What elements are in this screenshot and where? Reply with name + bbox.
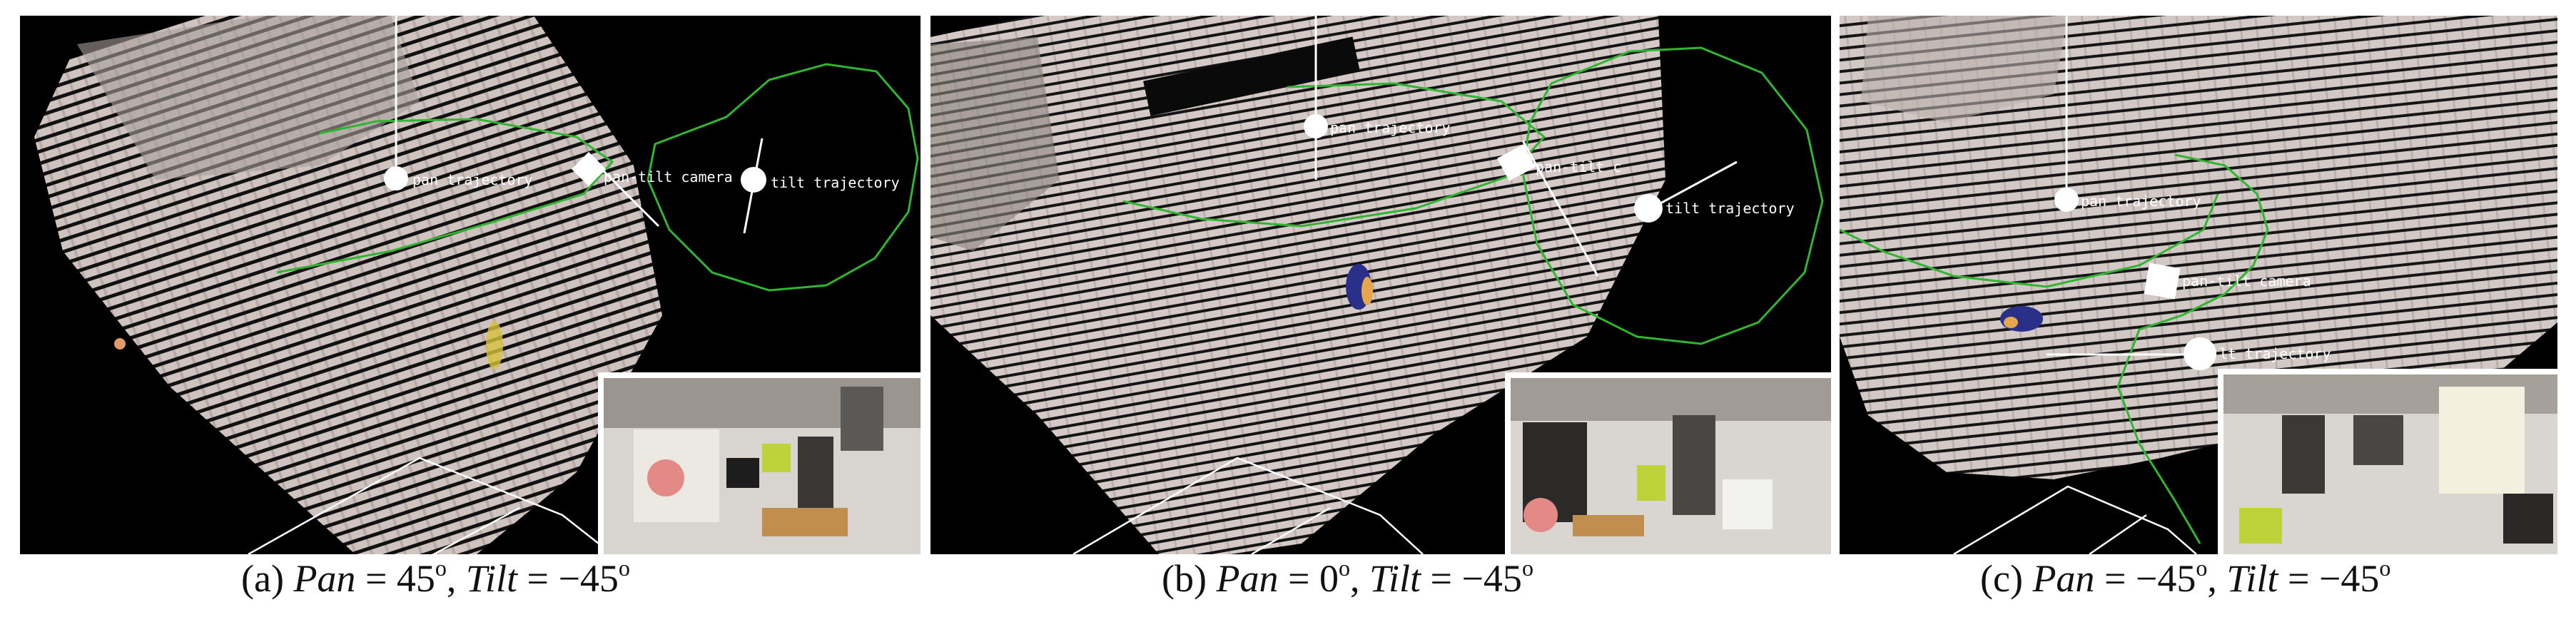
caption-c-pan-name: Pan [2032,557,2095,600]
caption-b-pan-name: Pan [1216,557,1279,600]
tilt-trajectory-marker [741,167,766,193]
pan-tilt-camera-label: pan-tilt c [1536,158,1622,175]
pointcloud-scene-a [34,16,921,554]
pointcloud-floor [1840,16,2557,479]
panel-c-pointcloud: pan trajectory pan-tilt camera lt trajec… [1840,16,2557,554]
caption-a-tilt-degree: o [618,555,630,581]
pan-trajectory-marker [2054,188,2079,212]
pointcloud-scene-c [1840,16,2557,554]
caption-c-tilt-name: Tilt [2226,557,2278,600]
caption-c-pan-value: −45 [2135,557,2196,600]
caption-a-tilt-value: −45 [558,557,619,600]
floor-grid-lines [1073,457,1424,554]
caption-a-pan-degree: o [435,555,447,581]
pan-trajectory-label: pan trajectory [1330,119,1451,136]
pan-trajectory-label: pan trajectory [412,171,533,188]
pointcloud-floor [930,16,1665,554]
caption-a-tilt-name: Tilt [465,557,517,600]
caption-c-pan-degree: o [2196,555,2208,581]
tilt-trajectory-label: tilt trajectory [1665,200,1795,217]
tilt-trajectory-marker [1634,194,1663,223]
caption-b-tilt-value: −45 [1461,557,1522,600]
panel-a-pointcloud: pan trajectory pan-tilt camera tilt traj… [20,16,921,554]
trajectory-circles [1840,153,2269,544]
pan-trajectory-marker [1304,114,1328,138]
caption-a-pan-value: 45 [396,557,435,600]
inset-photo-c [2218,369,2557,554]
trajectory-circles [276,63,919,292]
caption-b-label: (b) [1162,557,1207,600]
caption-b: (b) Pan = 0o, Tilt = −45o [1162,555,1533,600]
tilt-trajectory-label: lt trajectory [2219,345,2331,362]
pointcloud-scene-b [930,16,1831,554]
pan-trajectory-marker [384,166,408,190]
caption-c: (c) Pan = −45o, Tilt = −45o [1980,555,2391,600]
tilt-trajectory-marker [2184,337,2216,370]
pan-tilt-camera-marker [571,151,607,187]
pan-tilt-camera-marker [2144,262,2181,300]
inset-photo-a [598,372,921,554]
pan-tilt-camera-marker [1497,144,1536,181]
caption-c-tilt-value: −45 [2318,557,2380,600]
pan-tilt-camera-label: pan-tilt camera [604,168,733,185]
caption-b-pan-degree: o [1338,555,1350,581]
pan-tilt-camera-label: pan-tilt camera [2182,272,2311,290]
panel-b-pointcloud: pan trajectory pan-tilt c tilt trajector… [930,16,1831,554]
floor-grid-lines [1953,485,2197,554]
caption-a-pan-name: Pan [293,557,356,600]
caption-b-tilt-degree: o [1521,555,1533,581]
inset-photo-b [1505,372,1831,554]
caption-a-label: (a) [241,557,284,600]
caption-a: (a) Pan = 45o, Tilt = −45o [241,555,630,600]
floor-grid-lines [248,457,613,554]
tilt-trajectory-label: tilt trajectory [771,174,900,191]
caption-c-tilt-degree: o [2379,555,2391,581]
caption-c-label: (c) [1980,557,2023,600]
caption-b-pan-value: 0 [1319,557,1339,600]
pan-trajectory-label: pan trajectory [2081,193,2201,210]
caption-b-tilt-name: Tilt [1369,557,1421,600]
